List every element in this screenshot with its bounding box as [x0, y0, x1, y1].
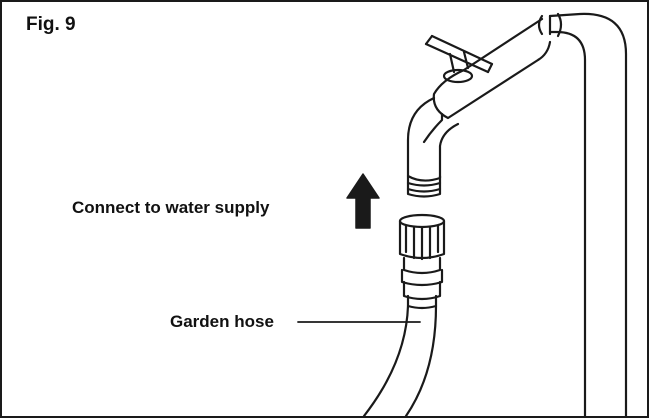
tap-outlet-thread: [406, 174, 442, 198]
connect-instruction-label: Connect to water supply: [72, 198, 270, 217]
tap-body: [406, 17, 552, 182]
standpipe: [537, 12, 628, 416]
figure-number: Fig. 9: [26, 14, 76, 35]
tap-handle-icon: [424, 34, 494, 84]
garden-hose: [362, 304, 438, 416]
arrow-up-icon: [346, 173, 380, 229]
hose-label: Garden hose: [170, 312, 274, 331]
hose-coupling: [398, 213, 446, 310]
